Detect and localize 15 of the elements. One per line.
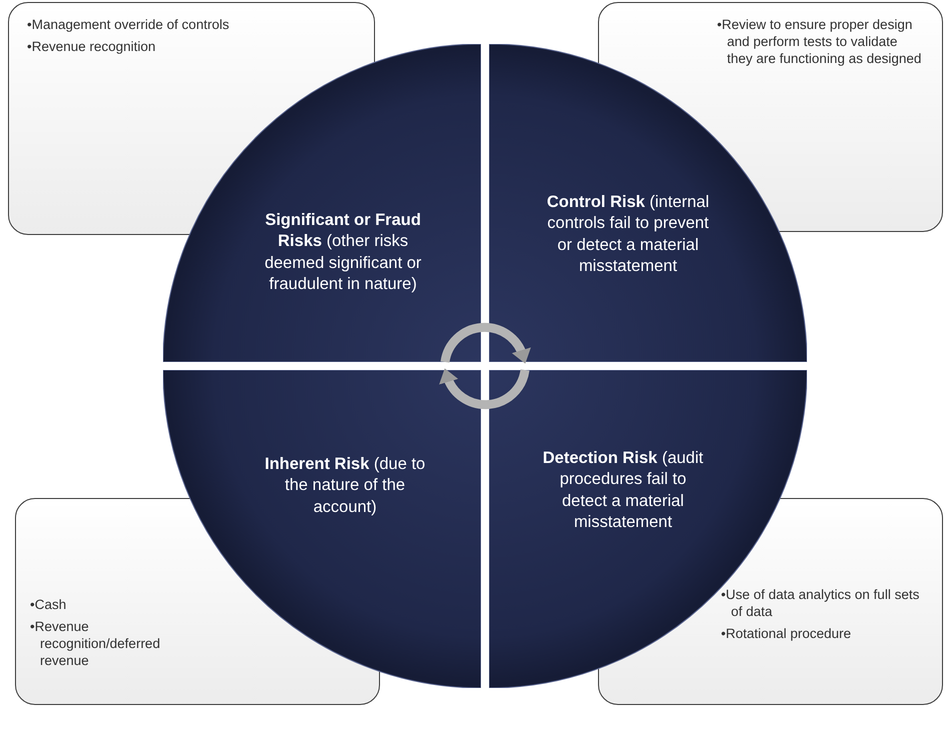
bullet-item: •Management override of controls bbox=[27, 17, 230, 34]
bullet-item: •Cash bbox=[30, 597, 68, 614]
bullet-item: •Rotational procedure bbox=[721, 626, 852, 643]
cycle-arrow bbox=[440, 322, 530, 364]
bullet-item: •Review to ensure proper design and perform tests to validate they are functioning as designed bbox=[717, 17, 922, 68]
bullet-item: •Use of data analytics on full sets of data bbox=[721, 587, 920, 621]
quadrant-text: Significant or Fraud Risks (other risks deemed significant or fraudulent in nature) bbox=[264, 210, 422, 296]
quadrant-text: Control Risk (internal controls fail to prevent or detect a material misstatement bbox=[546, 192, 710, 278]
quadrant-text: Inherent Risk (due to the nature of the account) bbox=[264, 454, 426, 518]
quadrant-text: Detection Risk (audit procedures fail to detect a material misstatement bbox=[542, 448, 704, 534]
quadrant-segment bbox=[163, 44, 481, 362]
quadrant-segment bbox=[163, 370, 481, 688]
bullet-item: •Revenue recognition bbox=[27, 38, 157, 56]
cycle-arrow bbox=[440, 368, 530, 410]
bullet-item: •Revenue recognition/deferred revenue bbox=[30, 618, 162, 670]
